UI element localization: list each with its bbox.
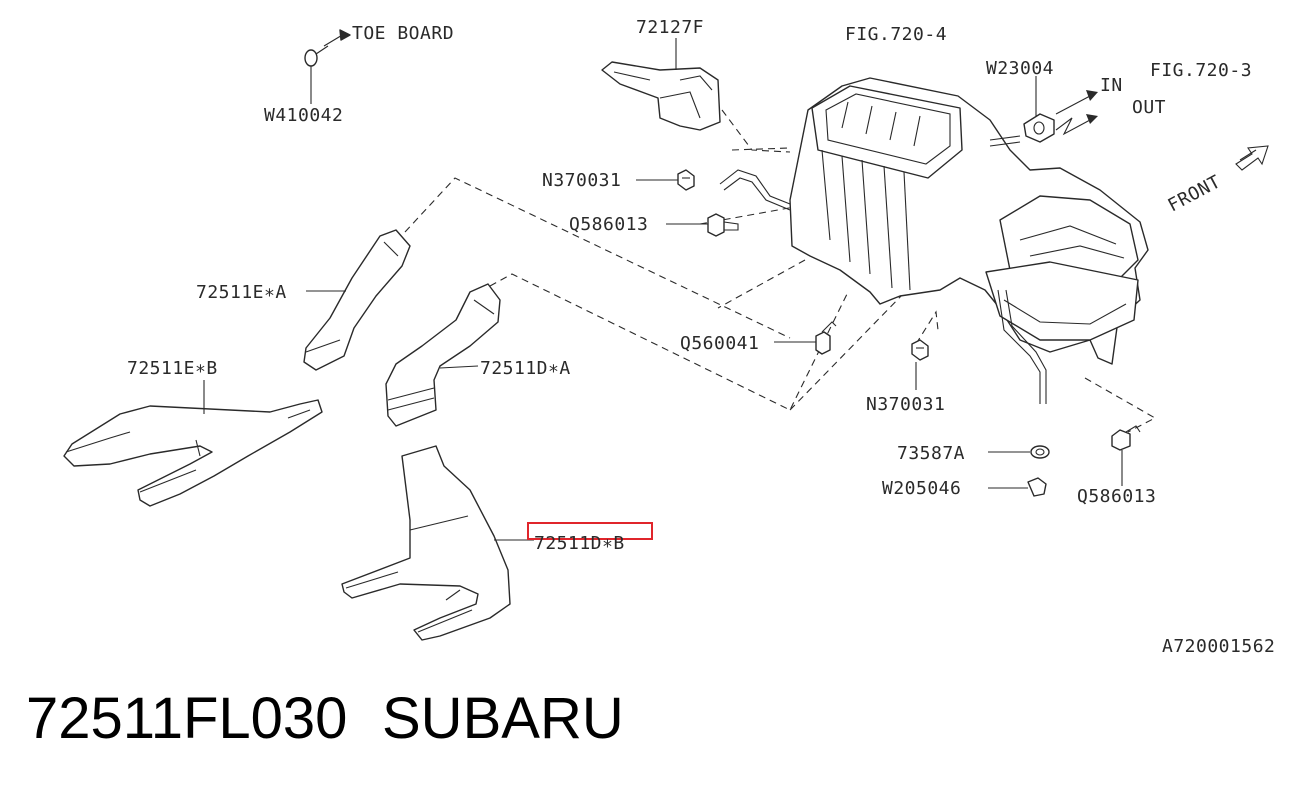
- duct-72511e-a: [303, 229, 411, 371]
- label-w205046[interactable]: W205046: [882, 478, 961, 499]
- bolt-q586013-left: [666, 213, 739, 237]
- label-72127f[interactable]: 72127F: [636, 17, 704, 38]
- nut-n370031-bottom: [911, 339, 929, 390]
- label-72511e-b[interactable]: 72511E∗B: [127, 358, 218, 379]
- duct-72511d-b: [341, 445, 534, 641]
- duct-72127f: [601, 38, 721, 131]
- label-72511e-a[interactable]: 72511E∗A: [196, 282, 287, 303]
- label-front: FRONT: [1164, 171, 1224, 216]
- diagram-code: A720001562: [1162, 636, 1275, 657]
- screw-q560041: [774, 321, 837, 355]
- label-toe-board: TOE BOARD: [352, 23, 454, 44]
- label-q586013-right[interactable]: Q586013: [1077, 486, 1156, 507]
- grommet-w23004: [1023, 76, 1055, 143]
- label-w23004[interactable]: W23004: [986, 58, 1054, 79]
- nut-73587a: [988, 445, 1050, 459]
- label-n370031-bottom[interactable]: N370031: [866, 394, 945, 415]
- label-out: OUT: [1132, 97, 1166, 118]
- nut-n370031-top: [636, 169, 695, 191]
- label-q560041[interactable]: Q560041: [680, 333, 759, 354]
- duct-72511d-a: [385, 283, 501, 427]
- label-in: IN: [1100, 75, 1123, 96]
- footer-brand: SUBARU: [382, 686, 624, 751]
- front-direction-arrow: [1235, 145, 1269, 171]
- in-out-arrows: [1055, 90, 1098, 136]
- bolt-q586013-right: [1111, 425, 1141, 486]
- label-73587a[interactable]: 73587A: [897, 443, 965, 464]
- label-72511d-a[interactable]: 72511D∗A: [480, 358, 571, 379]
- footer-part-number: 72511FL030: [26, 686, 347, 751]
- label-n370031-top[interactable]: N370031: [542, 170, 621, 191]
- clip-w205046: [988, 477, 1047, 497]
- heater-unit-assembly: [719, 77, 1149, 404]
- label-w410042[interactable]: W410042: [264, 105, 343, 126]
- label-fig720-4[interactable]: FIG.720-4: [845, 24, 947, 45]
- duct-72511e-b: [63, 380, 323, 507]
- clip-w410042: [304, 29, 351, 104]
- highlight-box-72511d-b: [527, 522, 653, 540]
- label-fig720-3[interactable]: FIG.720-3: [1150, 60, 1252, 81]
- label-q586013-left[interactable]: Q586013: [569, 214, 648, 235]
- label-72511d-b[interactable]: 72511D∗B: [534, 533, 625, 554]
